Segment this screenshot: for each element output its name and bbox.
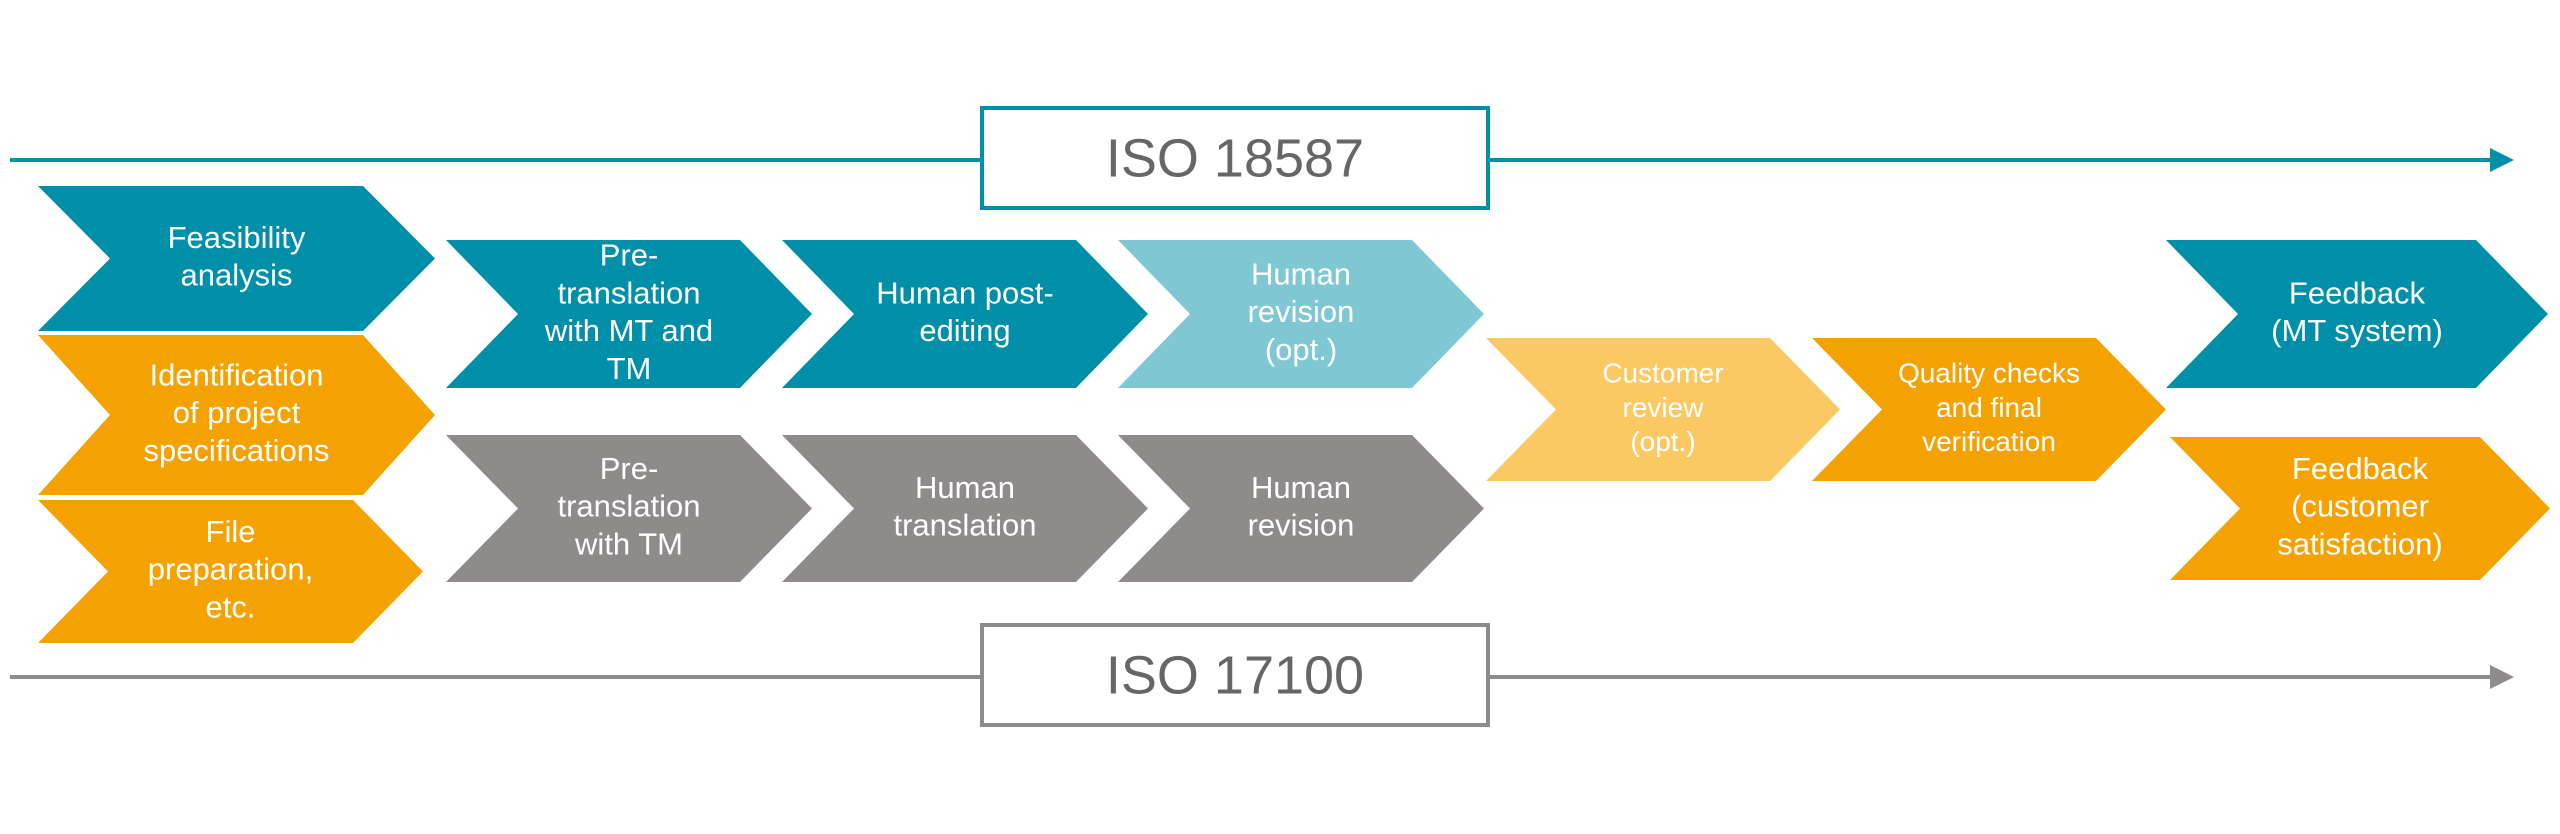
chevron-shape xyxy=(38,335,435,495)
chevron-shape xyxy=(38,500,423,643)
chevron-shape xyxy=(2170,437,2550,580)
iso-17100-box: ISO 17100 xyxy=(980,623,1490,727)
step-label-line: etc. xyxy=(206,590,256,625)
step-label-line: of project xyxy=(173,395,301,430)
step-label-line: revision xyxy=(1248,508,1355,543)
iso-18587-box: ISO 18587 xyxy=(980,106,1490,210)
step-label-line: TM xyxy=(607,351,652,386)
step-feedback-mt-system: Feedback(MT system) xyxy=(2166,240,2548,388)
step-label-line: Human xyxy=(1251,470,1351,505)
step-label-line: (customer xyxy=(2291,489,2429,524)
step-label-line: review xyxy=(1623,392,1705,423)
chevron-shape xyxy=(446,435,812,582)
step-label-line: Feedback xyxy=(2292,451,2429,486)
step-label-line: (MT system) xyxy=(2271,313,2443,348)
chevron-shape xyxy=(1812,338,2166,481)
step-label-line: verification xyxy=(1922,426,2056,457)
step-label-line: Pre- xyxy=(600,451,659,486)
step-label-line: translation xyxy=(557,489,700,524)
step-label-line: translation xyxy=(893,508,1036,543)
step-label-line: revision xyxy=(1248,294,1355,329)
step-label-line: Quality checks xyxy=(1898,358,2080,389)
step-label-line: with MT and xyxy=(544,313,713,348)
step-label-line: with TM xyxy=(574,527,683,562)
step-label-line: satisfaction) xyxy=(2277,527,2442,562)
step-label-line: Customer xyxy=(1602,358,1723,389)
chevron-shape xyxy=(1486,338,1840,481)
chevron-shape xyxy=(2166,240,2548,388)
step-label-line: Human xyxy=(915,470,1015,505)
chevron-shape xyxy=(1118,240,1484,388)
step-label-line: translation xyxy=(557,275,700,310)
iso-17100-label: ISO 17100 xyxy=(1106,645,1364,705)
chevron-shape xyxy=(446,240,812,388)
chevron-shape xyxy=(782,240,1148,388)
step-label: Feedback(MT system) xyxy=(2271,275,2443,348)
step-label-line: and final xyxy=(1936,392,2042,423)
step-label-line: analysis xyxy=(181,258,293,293)
step-label-line: File xyxy=(206,514,256,549)
step-label-line: Identification xyxy=(149,357,323,392)
step-label-line: preparation, xyxy=(148,552,313,587)
step-label-line: Human xyxy=(1251,256,1351,291)
step-label-line: Pre- xyxy=(600,237,659,272)
chevron-shape xyxy=(38,186,435,331)
step-human-post-editing: Human post-editing xyxy=(782,240,1148,388)
iso-18587-label: ISO 18587 xyxy=(1106,128,1364,188)
step-label: Human post-editing xyxy=(876,275,1053,348)
step-label-line: Human post- xyxy=(876,275,1053,310)
step-label-line: Feasibility xyxy=(168,220,306,255)
step-label-line: (opt.) xyxy=(1265,332,1337,367)
step-label-line: editing xyxy=(919,313,1010,348)
chevron-shape xyxy=(1118,435,1484,582)
chevron-shape xyxy=(782,435,1148,582)
step-label-line: Feedback xyxy=(2289,275,2426,310)
step-label-line: (opt.) xyxy=(1630,426,1695,457)
step-label-line: specifications xyxy=(143,433,329,468)
